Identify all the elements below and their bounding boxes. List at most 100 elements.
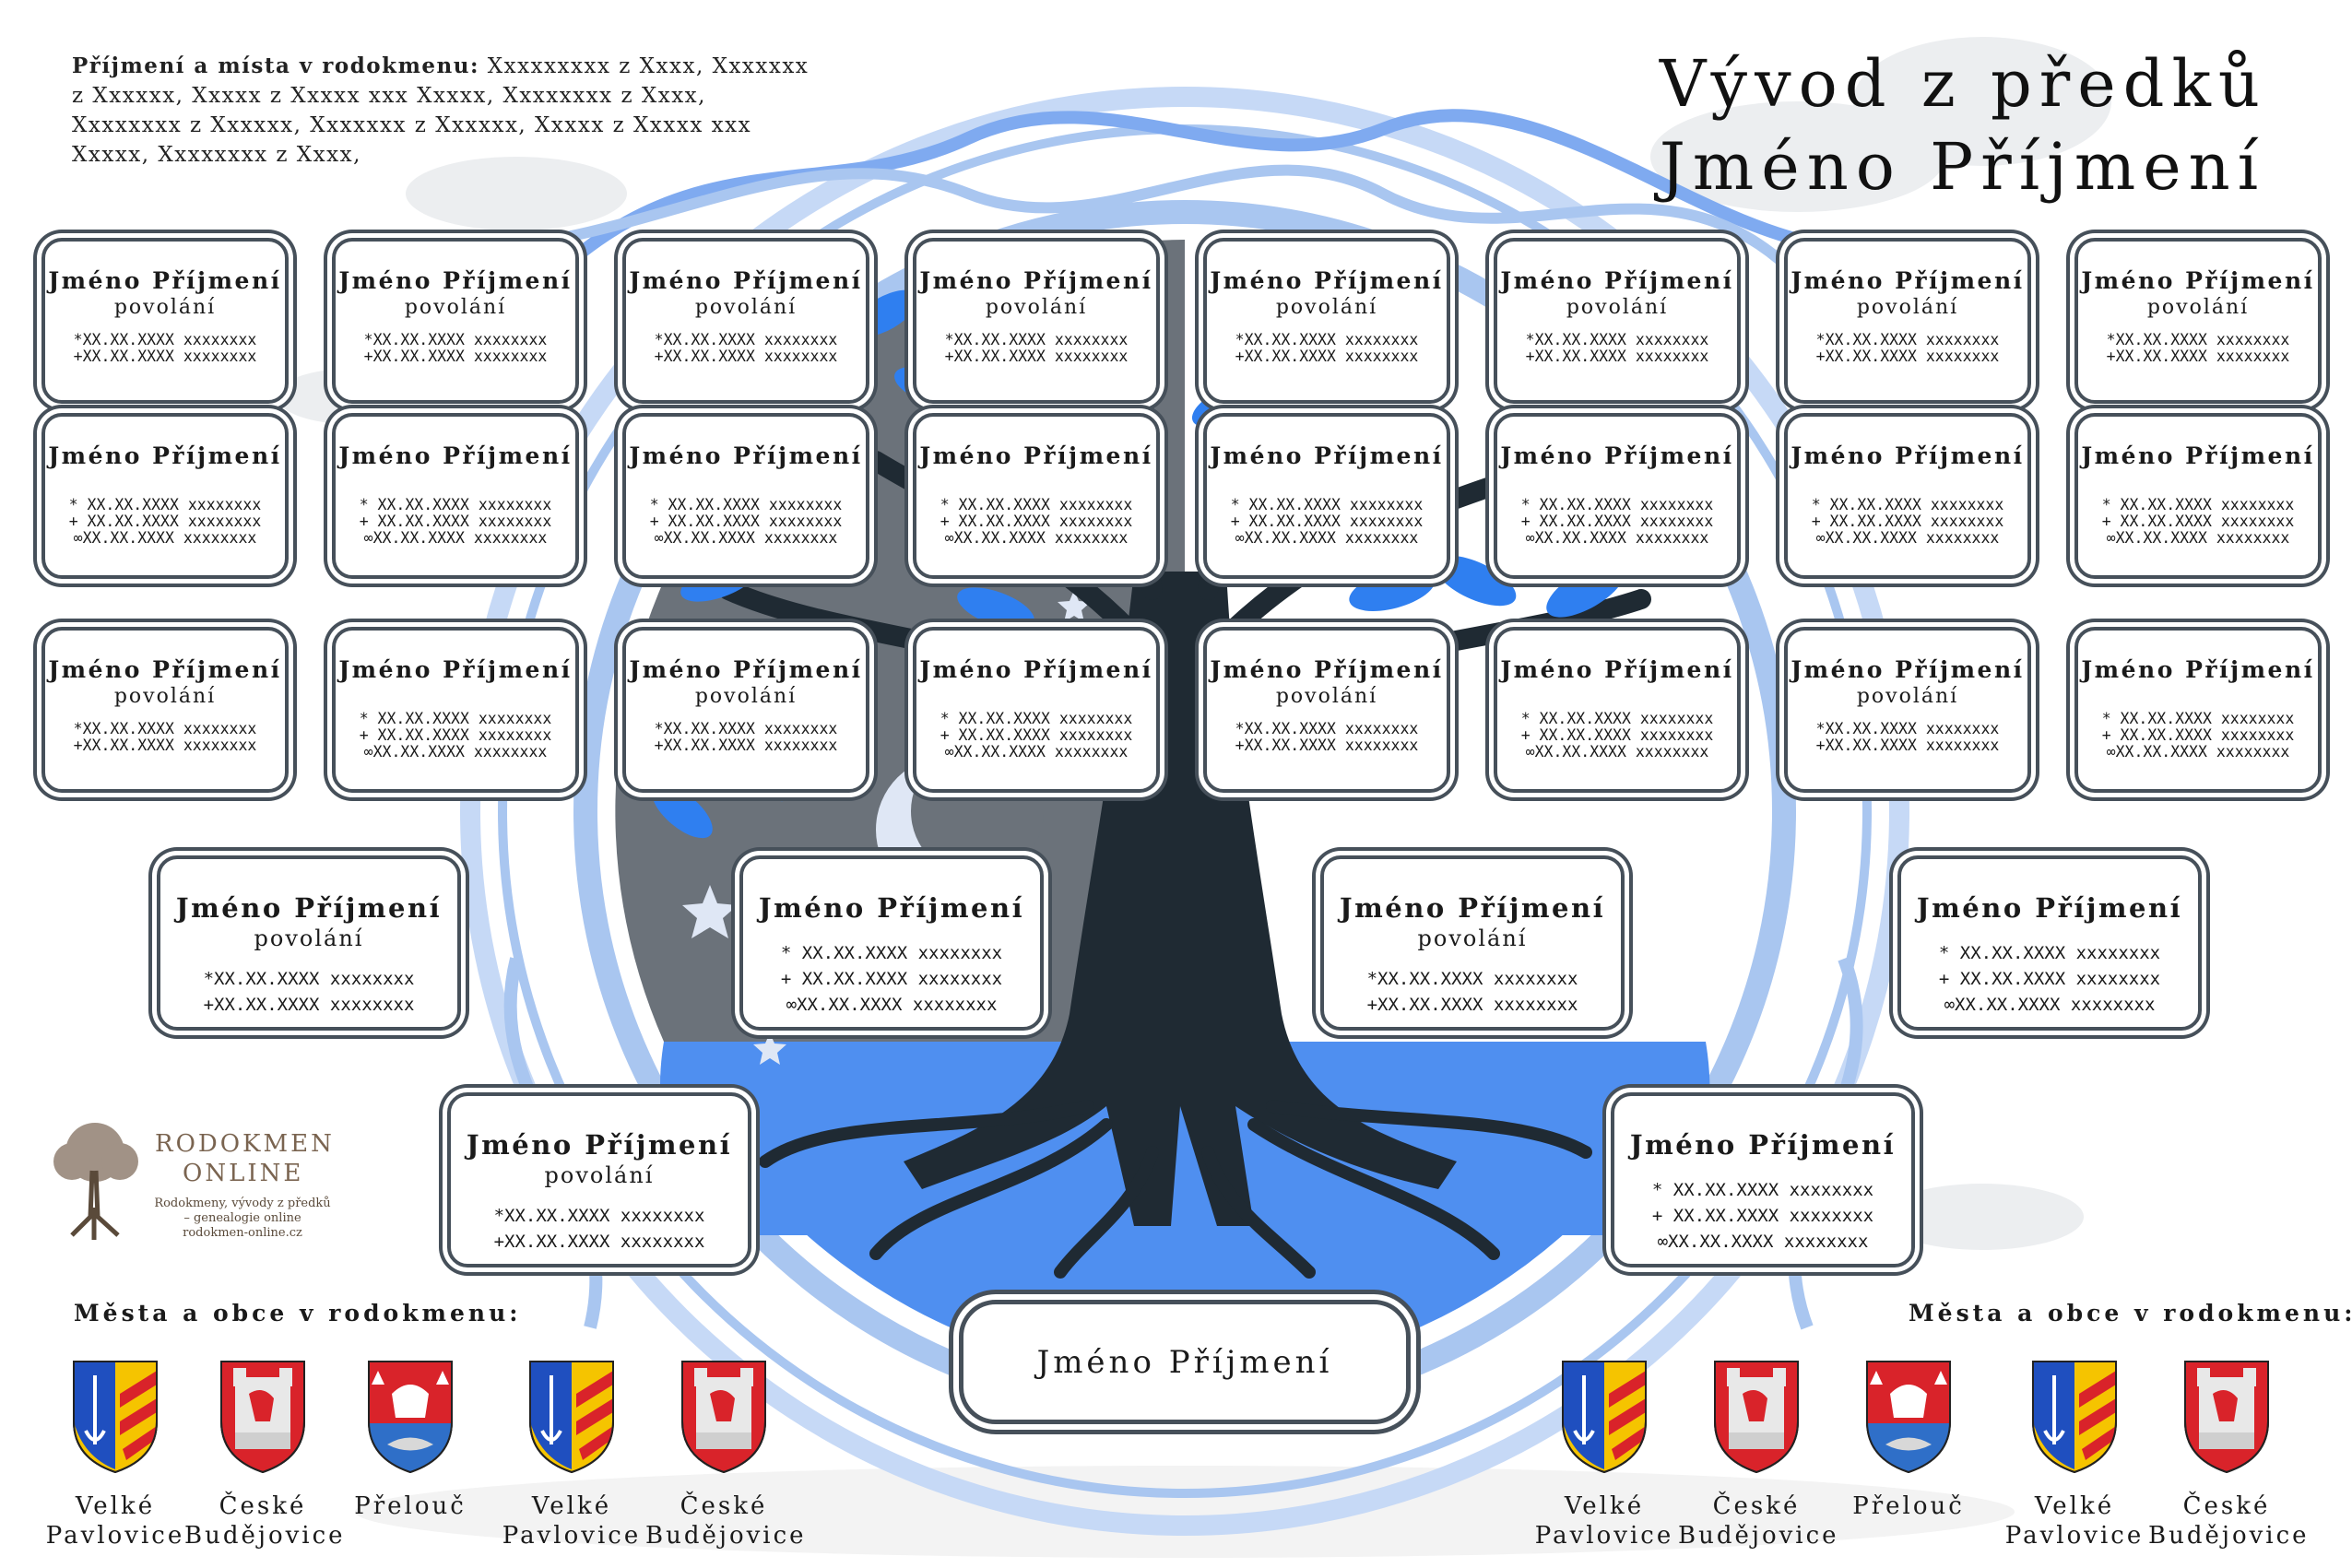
ancestor-date-line: + XX.XX.XXXX xxxxxxxx [1520, 513, 1714, 530]
ancestor-dates: * XX.XX.XXXX xxxxxxxx+ XX.XX.XXXX xxxxxx… [743, 940, 1040, 1018]
ancestor-card[interactable]: Jméno Příjmení* XX.XX.XXXX xxxxxxxx+ XX.… [332, 413, 579, 579]
ancestor-date-line: + XX.XX.XXXX xxxxxxxx [940, 726, 1133, 744]
ancestor-occupation: povolání [1856, 685, 1959, 708]
ancestor-dates: * XX.XX.XXXX xxxxxxxx+ XX.XX.XXXX xxxxxx… [2078, 497, 2318, 547]
ancestor-date-line: *XX.XX.XXXX xxxxxxxx [654, 331, 838, 348]
ancestor-card[interactable]: Jméno Příjmení* XX.XX.XXXX xxxxxxxx+ XX.… [913, 627, 1160, 793]
ancestor-name: Jméno Příjmení [2081, 656, 2315, 683]
ancestor-dates: *XX.XX.XXXX xxxxxxxx+XX.XX.XXXX xxxxxxxx [160, 966, 457, 1018]
ancestor-occupation: povolání [1275, 685, 1378, 708]
ancestor-card[interactable]: Jméno Příjmení* XX.XX.XXXX xxxxxxxx+ XX.… [739, 855, 1044, 1031]
ancestor-name: Jméno Příjmení [48, 267, 282, 294]
ancestor-date-line: * XX.XX.XXXX xxxxxxxx [359, 710, 552, 727]
root-person-card[interactable]: Jméno Příjmení [959, 1300, 1411, 1424]
town-prelouc: Přelouč [332, 1357, 489, 1521]
ancestor-name: Jméno Příjmení [919, 656, 1153, 683]
budejovice-coat-of-arms-icon [681, 1361, 766, 1474]
ancestor-card[interactable]: Jméno Příjmení* XX.XX.XXXX xxxxxxxx+ XX.… [1203, 413, 1450, 579]
ancestor-date-line: ∞XX.XX.XXXX xxxxxxxx [363, 529, 548, 547]
ancestor-date-line: *XX.XX.XXXX xxxxxxxx [73, 720, 257, 737]
ancestor-occupation: povolání [1275, 296, 1378, 319]
ancestor-date-line: * XX.XX.XXXX xxxxxxxx [1811, 496, 2004, 513]
ancestor-name: Jméno Příjmení [48, 442, 282, 469]
ancestor-name: Jméno Příjmení [1629, 1129, 1897, 1161]
ancestor-date-line: + XX.XX.XXXX xxxxxxxx [1230, 513, 1424, 530]
ancestor-card[interactable]: Jméno Příjmení* XX.XX.XXXX xxxxxxxx+ XX.… [2074, 413, 2322, 579]
ancestor-date-line: + XX.XX.XXXX xxxxxxxx [68, 513, 262, 530]
ancestor-date-line: * XX.XX.XXXX xxxxxxxx [359, 496, 552, 513]
ancestor-date-line: ∞XX.XX.XXXX xxxxxxxx [1944, 995, 2156, 1015]
town-name-line2: Pavlovice [502, 1522, 642, 1550]
prelouc-coat-of-arms-icon [1866, 1361, 1951, 1474]
ancestor-dates: * XX.XX.XXXX xxxxxxxx+ XX.XX.XXXX xxxxxx… [336, 497, 575, 547]
town-name-line2: Pavlovice [2004, 1522, 2145, 1550]
ancestor-dates: *XX.XX.XXXX xxxxxxxx+XX.XX.XXXX xxxxxxxx [1788, 721, 2027, 754]
prelouc-coat-of-arms-icon [368, 1361, 453, 1474]
ancestor-card[interactable]: Jméno Příjmení* XX.XX.XXXX xxxxxxxx+ XX.… [332, 627, 579, 793]
ancestor-name: Jméno Příjmení [466, 1129, 733, 1161]
town-name-line1: České [1712, 1492, 1801, 1520]
tree-trunk [904, 572, 1457, 1226]
ancestor-date-line: +XX.XX.XXXX xxxxxxxx [363, 348, 548, 365]
towns-title-right: Města a obce v rodokmenu: [1909, 1300, 2352, 1326]
pavlovice-coat-of-arms-icon [529, 1361, 614, 1474]
ancestor-name: Jméno Příjmení [1791, 442, 2025, 469]
ancestor-dates: *XX.XX.XXXX xxxxxxxx+XX.XX.XXXX xxxxxxxx [626, 721, 866, 754]
ancestor-dates: *XX.XX.XXXX xxxxxxxx+XX.XX.XXXX xxxxxxxx [45, 332, 285, 365]
ancestor-card[interactable]: Jméno Příjmení* XX.XX.XXXX xxxxxxxx+ XX.… [622, 413, 869, 579]
town-name-line1: České [219, 1492, 307, 1520]
ancestor-card[interactable]: Jméno Příjmení* XX.XX.XXXX xxxxxxxx+ XX.… [1494, 413, 1741, 579]
ancestor-card[interactable]: Jméno Příjmení * XX.XX.XXXX xxxxxxxx+ XX.… [1784, 413, 2031, 579]
ancestor-card[interactable]: Jméno Příjmení * XX.XX.XXXX xxxxxxxx+ XX.… [41, 413, 289, 579]
ancestor-date-line: *XX.XX.XXXX xxxxxxxx [363, 331, 548, 348]
outer-ring [460, 87, 1909, 1536]
ancestor-date-line: + XX.XX.XXXX xxxxxxxx [1520, 726, 1714, 744]
town-name-line2: Pavlovice [1534, 1522, 1674, 1550]
ancestor-date-line: ∞XX.XX.XXXX xxxxxxxx [1657, 1232, 1869, 1252]
ancestor-date-line: * XX.XX.XXXX xxxxxxxx [68, 496, 262, 513]
towns-title-left: Města a obce v rodokmenu: [74, 1300, 522, 1326]
ancestor-date-line: + XX.XX.XXXX xxxxxxxx [780, 969, 1003, 989]
root-person-name: Jméno Příjmení [1036, 1343, 1333, 1381]
ancestor-occupation: povolání [113, 296, 217, 319]
ancestor-dates: *XX.XX.XXXX xxxxxxxx+XX.XX.XXXX xxxxxxxx [916, 332, 1156, 365]
ancestor-card[interactable]: Jméno Příjmení* XX.XX.XXXX xxxxxxxx+ XX.… [2074, 627, 2322, 793]
ancestor-date-line: + XX.XX.XXXX xxxxxxxx [1811, 513, 2004, 530]
ancestor-card[interactable]: Jméno Příjmení* XX.XX.XXXX xxxxxxxx+ XX.… [1611, 1092, 1915, 1267]
ancestor-date-line: +XX.XX.XXXX xxxxxxxx [1235, 348, 1419, 365]
ancestor-name: Jméno Příjmení [1500, 442, 1734, 469]
ancestor-occupation: povolání [1856, 296, 1959, 319]
ancestor-card[interactable]: Jméno Příjmení* XX.XX.XXXX xxxxxxxx+ XX.… [1897, 855, 2202, 1031]
town-name-line1: České [680, 1492, 768, 1520]
ancestor-date-line: ∞XX.XX.XXXX xxxxxxxx [2106, 529, 2290, 547]
logo-line3: Rodokmeny, vývody z předků [154, 1197, 331, 1210]
ancestor-date-line: ∞XX.XX.XXXX xxxxxxxx [363, 743, 548, 760]
ancestor-date-line: *XX.XX.XXXX xxxxxxxx [493, 1206, 705, 1226]
ancestor-card[interactable]: Jméno Příjmení* XX.XX.XXXX xxxxxxxx+ XX.… [1494, 627, 1741, 793]
ancestor-name: Jméno Příjmení [629, 442, 863, 469]
ancestor-name: Jméno Příjmení [1791, 267, 2025, 294]
ancestor-occupation: povolání [1417, 925, 1528, 951]
ancestor-name: Jméno Příjmení [1210, 267, 1444, 294]
ancestor-card[interactable]: Jméno Příjmení* XX.XX.XXXX xxxxxxxx+ XX.… [913, 413, 1160, 579]
ancestor-name: Jméno Příjmení [919, 442, 1153, 469]
